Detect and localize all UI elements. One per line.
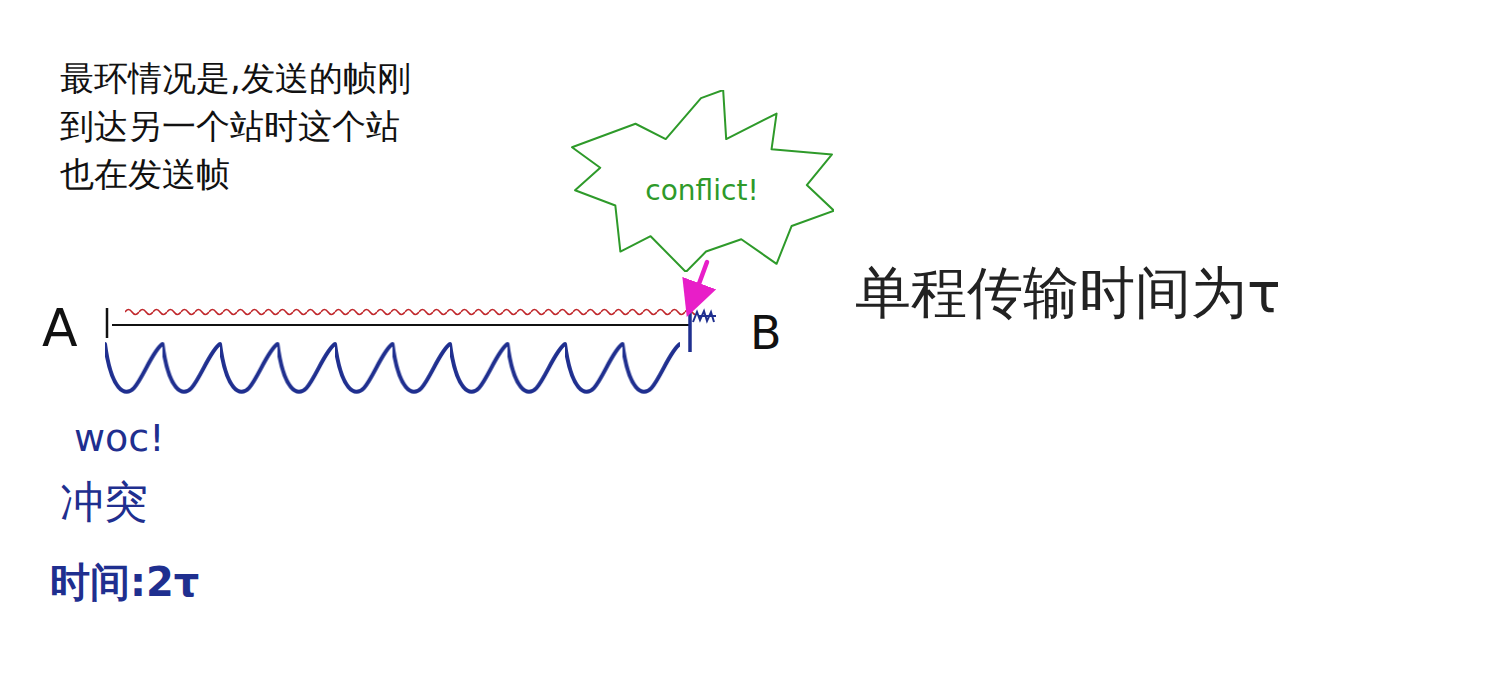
station-tick [106, 308, 109, 338]
note-line: 也在发送帧 [60, 156, 230, 193]
time-note: 时间:2τ [50, 560, 199, 604]
exclamation: woc! [74, 418, 164, 460]
conflict-burst: conflict! [570, 90, 834, 272]
burst-text: conflict! [645, 156, 758, 207]
collision-mark [688, 308, 692, 352]
handwritten-note: 单程传输时间为τ [855, 262, 1281, 324]
blue-signal [105, 338, 680, 400]
collision-note: 冲突 [60, 478, 148, 526]
red-signal [125, 307, 695, 317]
bus-line [112, 324, 690, 326]
pink-arrow [693, 262, 707, 300]
station-label: B [750, 308, 782, 359]
note-line: 最环情况是,发送的帧刚 [60, 60, 411, 97]
station-label: A [42, 300, 78, 357]
collision-scribble [693, 311, 716, 322]
note-line: 到达另一个站时这个站 [60, 108, 400, 145]
